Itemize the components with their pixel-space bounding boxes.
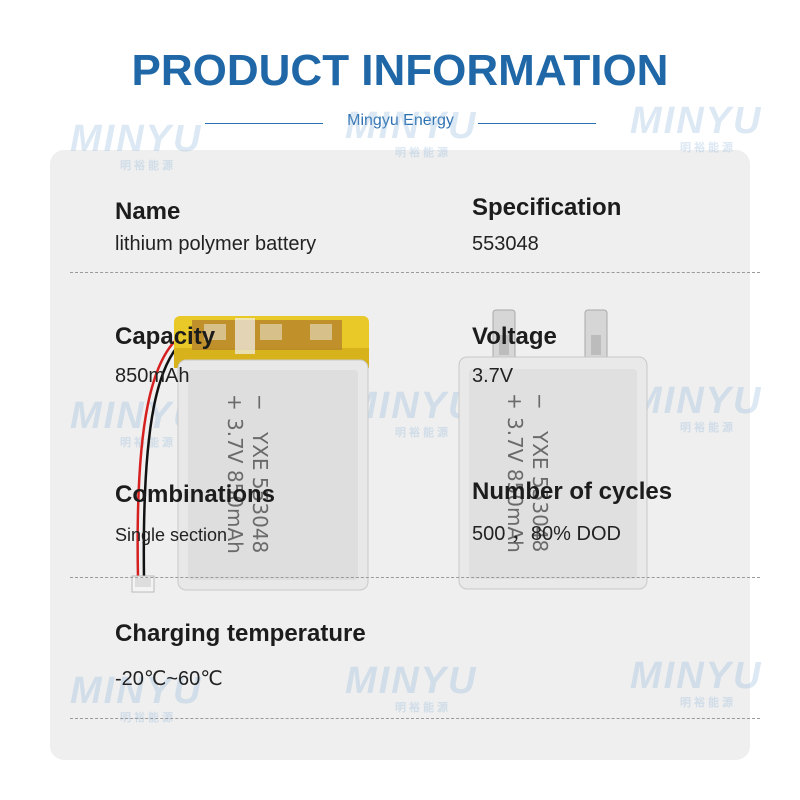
spec-voltage-label: Voltage bbox=[472, 323, 557, 350]
svg-text:YXE 553048: YXE 553048 bbox=[528, 430, 552, 552]
subtitle-divider-left bbox=[205, 123, 323, 124]
spec-capacity-value: 850mAh bbox=[115, 365, 190, 387]
spec-capacity-label: Capacity bbox=[115, 323, 216, 350]
svg-text:YXE 553048: YXE 553048 bbox=[248, 431, 272, 553]
spec-voltage-value: 3.7V bbox=[472, 365, 514, 387]
row-divider bbox=[70, 272, 760, 273]
spec-name-value: lithium polymer battery bbox=[115, 233, 317, 255]
spec-specification-label: Specification bbox=[472, 194, 622, 221]
subtitle-row: Mingyu Energy bbox=[0, 110, 800, 136]
spec-cycles-value: 500 ，80% DOD bbox=[472, 523, 621, 545]
spec-cycles-label: Number of cycles bbox=[472, 478, 673, 505]
svg-text:+: + bbox=[223, 394, 247, 411]
spec-name-label: Name bbox=[115, 198, 181, 225]
subtitle-divider-right bbox=[478, 123, 596, 124]
brand-subtitle: Mingyu Energy bbox=[347, 112, 454, 129]
svg-text:3.7V 850mAh: 3.7V 850mAh bbox=[503, 417, 527, 553]
spec-combinations-value: Single section bbox=[115, 525, 228, 545]
svg-text:+: + bbox=[503, 393, 527, 410]
page-title: PRODUCT INFORMATION bbox=[131, 46, 669, 95]
svg-text:−: − bbox=[248, 394, 272, 411]
svg-text:3.7V 850mAh: 3.7V 850mAh bbox=[223, 418, 247, 554]
svg-text:−: − bbox=[528, 393, 552, 410]
spec-charging-temperature-label: Charging temperature bbox=[115, 620, 366, 647]
battery-image-right: − YXE 553048 + 3.7V 850mAh bbox=[458, 309, 648, 590]
spec-combinations-label: Combinations bbox=[115, 481, 275, 508]
row-divider bbox=[70, 718, 760, 719]
spec-charging-temperature-value: -20℃~60℃ bbox=[115, 668, 223, 690]
battery-image-left: − YXE 553048 + 3.7V 850mAh bbox=[131, 316, 369, 593]
spec-specification-value: 553048 bbox=[472, 233, 539, 255]
row-divider bbox=[70, 577, 760, 578]
